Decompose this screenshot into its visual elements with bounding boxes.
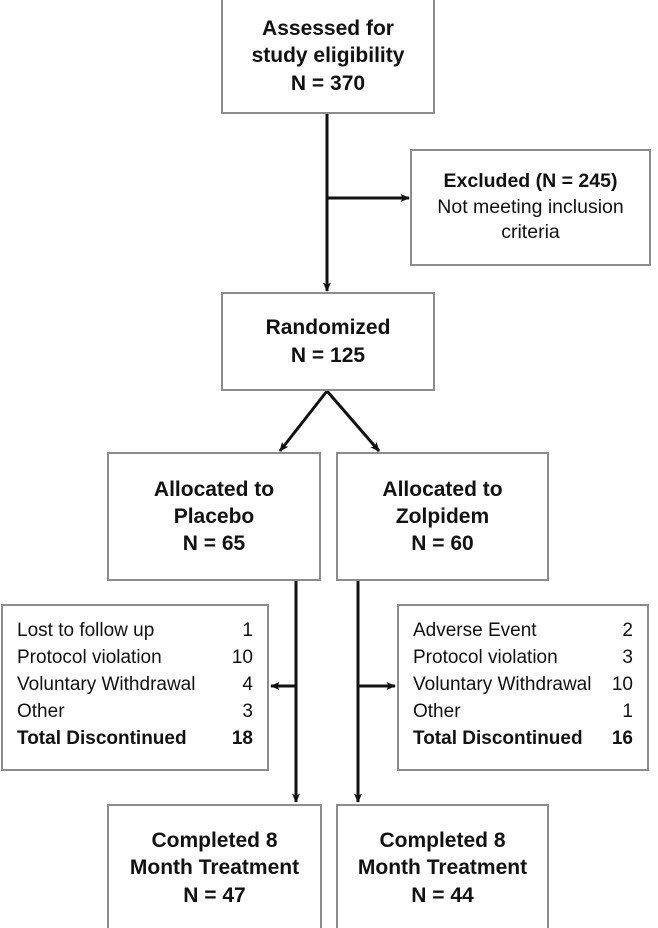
completed-placebo-line-2: Month Treatment: [129, 856, 300, 880]
discontinued-row: Voluntary Withdrawal 10: [413, 672, 633, 699]
discontinued-row: Lost to follow up 1: [17, 618, 253, 645]
node-allocated-placebo: Allocated to Placebo N = 65: [107, 452, 321, 581]
discontinued-row-value: 1: [622, 700, 633, 722]
assessed-count: N = 370: [290, 71, 366, 95]
excluded-heading: Excluded (N = 245): [443, 170, 618, 193]
completed-placebo-count: N = 47: [183, 883, 246, 907]
connector-randomized-to-zolpidem: [325, 390, 381, 452]
node-completed-placebo: Completed 8 Month Treatment N = 47: [107, 804, 322, 928]
node-completed-zolpidem: Completed 8 Month Treatment N = 44: [336, 804, 549, 928]
alloc-zolpidem-line-2: Zolpidem: [395, 504, 490, 528]
discontinued-row-label: Total Discontinued: [413, 727, 583, 749]
alloc-placebo-line-1: Allocated to: [153, 477, 275, 501]
randomized-label: Randomized: [265, 316, 391, 340]
excluded-reason: Not meeting inclusion criteria: [437, 195, 624, 244]
discontinued-row-value: 16: [611, 727, 633, 749]
alloc-zolpidem-count: N = 60: [411, 532, 474, 556]
discontinued-row: Total Discontinued 16: [413, 726, 633, 753]
discontinued-row: Protocol violation 10: [17, 645, 253, 672]
discontinued-row-label: Voluntary Withdrawal: [413, 673, 592, 695]
discontinued-row-label: Adverse Event: [413, 620, 537, 641]
node-randomized: Randomized N = 125: [221, 292, 435, 391]
discontinued-row-value: 4: [242, 673, 253, 695]
discontinued-row: Other 3: [17, 699, 253, 726]
alloc-placebo-count: N = 65: [182, 532, 246, 556]
discontinued-row-value: 10: [611, 673, 633, 695]
alloc-zolpidem-line-1: Allocated to: [382, 477, 503, 501]
discontinued-row: Protocol violation 3: [413, 645, 633, 672]
discontinued-row-label: Voluntary Withdrawal: [17, 673, 196, 695]
discontinued-row-label: Other: [17, 700, 65, 722]
completed-placebo-line-1: Completed 8: [151, 829, 278, 853]
completed-zolpidem-count: N = 44: [411, 883, 474, 907]
discontinued-row: Voluntary Withdrawal 4: [17, 672, 253, 699]
discontinued-row-value: 3: [622, 646, 633, 668]
randomized-count: N = 125: [290, 343, 366, 367]
discontinued-row-value: 3: [242, 700, 253, 722]
assessed-line-2: study eligibility: [251, 44, 405, 68]
completed-zolpidem-line-1: Completed 8: [379, 829, 506, 853]
discontinued-row-value: 10: [231, 646, 253, 668]
discontinued-row-value: 1: [242, 620, 253, 641]
node-allocated-zolpidem: Allocated to Zolpidem N = 60: [336, 452, 549, 581]
discontinued-row-label: Protocol violation: [413, 646, 558, 668]
assessed-line-1: Assessed for: [262, 17, 394, 41]
connector-randomized-to-placebo: [278, 390, 329, 452]
discontinued-row-value: 2: [622, 620, 633, 641]
node-assessed-for-eligibility: Assessed for study eligibility N = 370: [221, 0, 435, 114]
discontinued-row-value: 18: [231, 727, 253, 749]
alloc-placebo-line-2: Placebo: [173, 504, 255, 528]
discontinued-row: Other 1: [413, 699, 633, 726]
discontinued-row-label: Total Discontinued: [17, 727, 187, 749]
discontinued-row-label: Lost to follow up: [17, 620, 155, 641]
discontinued-row-label: Protocol violation: [17, 646, 162, 668]
discontinued-row: Total Discontinued 18: [17, 726, 253, 753]
completed-zolpidem-line-2: Month Treatment: [357, 856, 528, 880]
discontinued-row: Adverse Event 2: [413, 618, 633, 645]
discontinued-row-label: Other: [413, 700, 461, 722]
node-excluded: Excluded (N = 245) Not meeting inclusion…: [410, 149, 651, 266]
